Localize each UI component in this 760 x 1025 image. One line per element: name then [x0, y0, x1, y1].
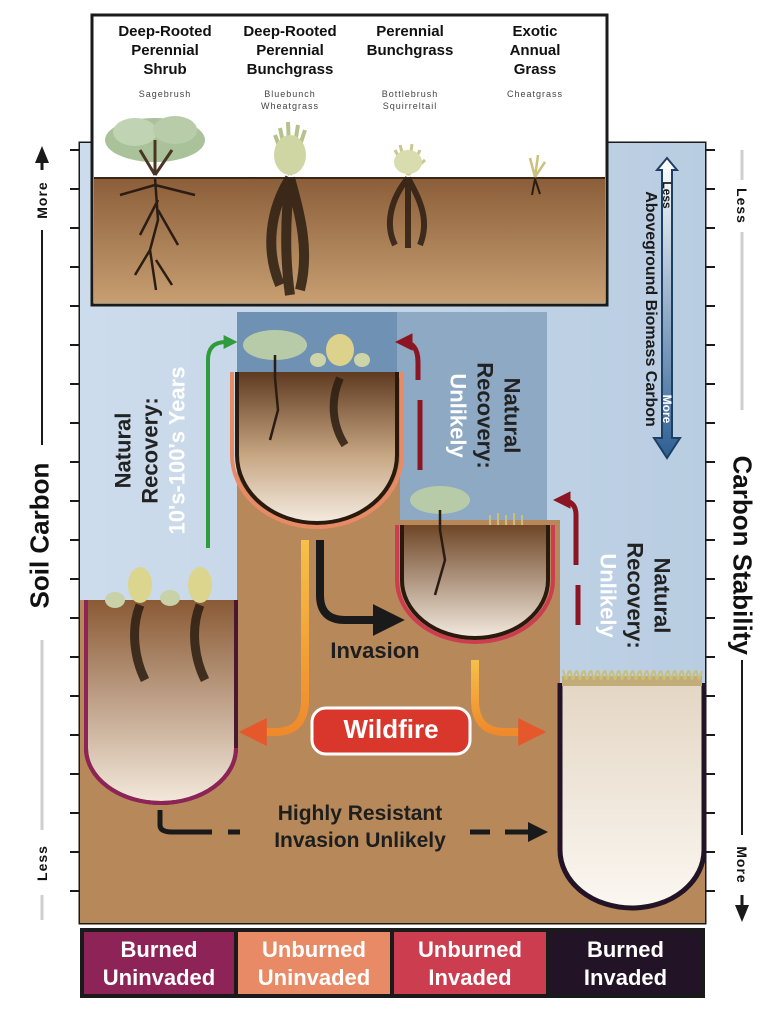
bluebunch-wheatgrass-icon: [266, 121, 310, 296]
well-burned-invaded: [557, 683, 707, 911]
plant-types-panel: [90, 13, 609, 307]
carbon-stability-label: Carbon Stability: [727, 455, 758, 655]
recovery-decades-label: Natural Recovery: 10's-100's Years: [110, 366, 190, 535]
recovery-unlikely-1-label: Natural Recovery: Unlikely: [445, 362, 525, 469]
wildfire-arrow-left: [238, 540, 309, 746]
recovery-unlikely-2-label: Natural Recovery: Unlikely: [595, 542, 675, 649]
well-plants: [105, 330, 703, 683]
wildfire-badge: [310, 706, 472, 756]
recovery-arrow-green: [206, 335, 238, 548]
recovery-arrow-red-1: [402, 342, 423, 470]
invasion-arrow: [316, 540, 405, 636]
plant-illustrations: [105, 116, 547, 296]
plant-example-shrub: Sagebrush: [138, 89, 192, 99]
sagebrush-icon: [105, 116, 205, 291]
carbon-stability-more: More: [734, 846, 750, 884]
recovery-arrow-red-2: [560, 500, 581, 625]
wildfire-label: Wildfire: [343, 714, 439, 744]
biomass-less: Less: [660, 181, 674, 209]
biomass-more: More: [660, 394, 674, 424]
biomass-label: Aboveground Biomass Carbon: [642, 191, 659, 427]
wildfire-arrow-right: [471, 660, 547, 746]
plant-example-annual: Cheatgrass: [506, 89, 564, 99]
well-unburned-invaded: [400, 525, 550, 640]
well3-sagebrush-icon: [410, 486, 523, 596]
invasion-label: Invasion: [330, 638, 420, 663]
well-burned-uninvaded: [84, 600, 238, 805]
soil-carbon-less: Less: [34, 845, 50, 881]
transition-arrows: [157, 335, 581, 832]
well-unburned-uninvaded: [235, 372, 399, 525]
resistant-label: Highly Resistant Invasion Unlikely: [274, 802, 446, 852]
state-bar: [80, 928, 705, 998]
well4-cheatgrass-icon: [562, 669, 703, 681]
soil-carbon-axis: [35, 146, 749, 922]
well2-sagebrush-icon: [243, 330, 370, 448]
soil-carbon-label: Soil Carbon: [24, 462, 55, 609]
well1-bunchgrass-icon: [105, 567, 212, 683]
bottlebrush-squirreltail-icon: [386, 143, 427, 248]
cheatgrass-icon: [528, 154, 547, 196]
biomass-arrow: [652, 156, 682, 460]
soil-carbon-more: More: [34, 181, 50, 219]
resistant-arrow: [157, 810, 540, 832]
carbon-stability-less: Less: [734, 188, 750, 224]
